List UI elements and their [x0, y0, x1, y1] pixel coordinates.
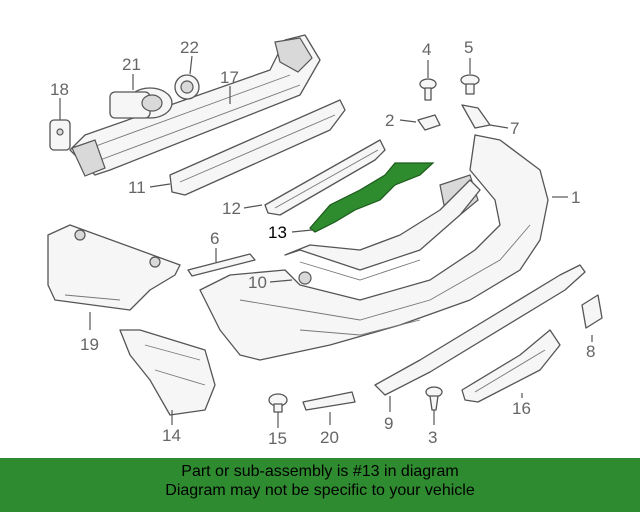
- callout-11: 11: [128, 178, 146, 197]
- callout-21: 21: [122, 55, 141, 74]
- part-12-absorber-lower: [264, 139, 386, 216]
- banner-line-2: Diagram may not be specific to your vehi…: [165, 482, 475, 499]
- part-8-pad: [581, 294, 603, 329]
- part-6-trim-strip: [187, 253, 256, 277]
- callout-12: 12: [222, 199, 241, 218]
- part-22-grommet: [174, 74, 200, 100]
- callout-3: 3: [428, 428, 437, 447]
- callout-6: 6: [210, 229, 219, 248]
- callout-19: 19: [80, 335, 99, 354]
- part-13-highlighted: [309, 162, 435, 233]
- callout-2: 2: [385, 111, 394, 130]
- callout-16: 16: [512, 399, 531, 418]
- part-14-bracket: [119, 329, 216, 416]
- callout-9: 9: [384, 414, 393, 433]
- callout-13-highlighted: 13: [268, 223, 287, 242]
- part-3-fastener: [425, 386, 443, 411]
- callout-8: 8: [586, 342, 595, 361]
- parts-diagram: 1 2 3 4 5 6 7 8 9 10 11 12 13 14 15 16 1…: [47, 34, 603, 448]
- part-11-absorber: [169, 99, 346, 196]
- callout-18: 18: [50, 80, 69, 99]
- part-21-bracket: [109, 87, 173, 119]
- part-18-plate: [49, 119, 71, 151]
- callout-4: 4: [422, 40, 431, 59]
- callout-10: 10: [248, 273, 267, 292]
- part-2-clip: [417, 114, 441, 131]
- info-banner: Part or sub-assembly is #13 in diagram D…: [0, 458, 640, 512]
- part-15-fastener: [268, 393, 288, 413]
- part-19-lower-panel: [47, 224, 181, 311]
- callout-22: 22: [180, 38, 199, 57]
- callout-20: 20: [320, 428, 339, 447]
- part-20-trim: [302, 391, 356, 411]
- part-10-center-panel: [284, 179, 481, 285]
- callout-5: 5: [464, 38, 473, 57]
- banner-line-1: Part or sub-assembly is #13 in diagram: [181, 463, 459, 480]
- callout-15: 15: [268, 429, 287, 448]
- callout-7: 7: [510, 119, 519, 138]
- callout-1: 1: [571, 188, 580, 207]
- callout-17: 17: [220, 68, 239, 87]
- part-4-fastener: [419, 78, 437, 101]
- callout-14: 14: [162, 426, 181, 445]
- leader-lines: [59, 55, 593, 428]
- part-7-clip: [461, 104, 491, 129]
- part-9-lower-trim: [374, 264, 586, 396]
- part-17-reinforcement-bar: [69, 34, 321, 177]
- part-16-lower-absorber: [461, 329, 561, 403]
- part-5-fastener: [460, 74, 480, 95]
